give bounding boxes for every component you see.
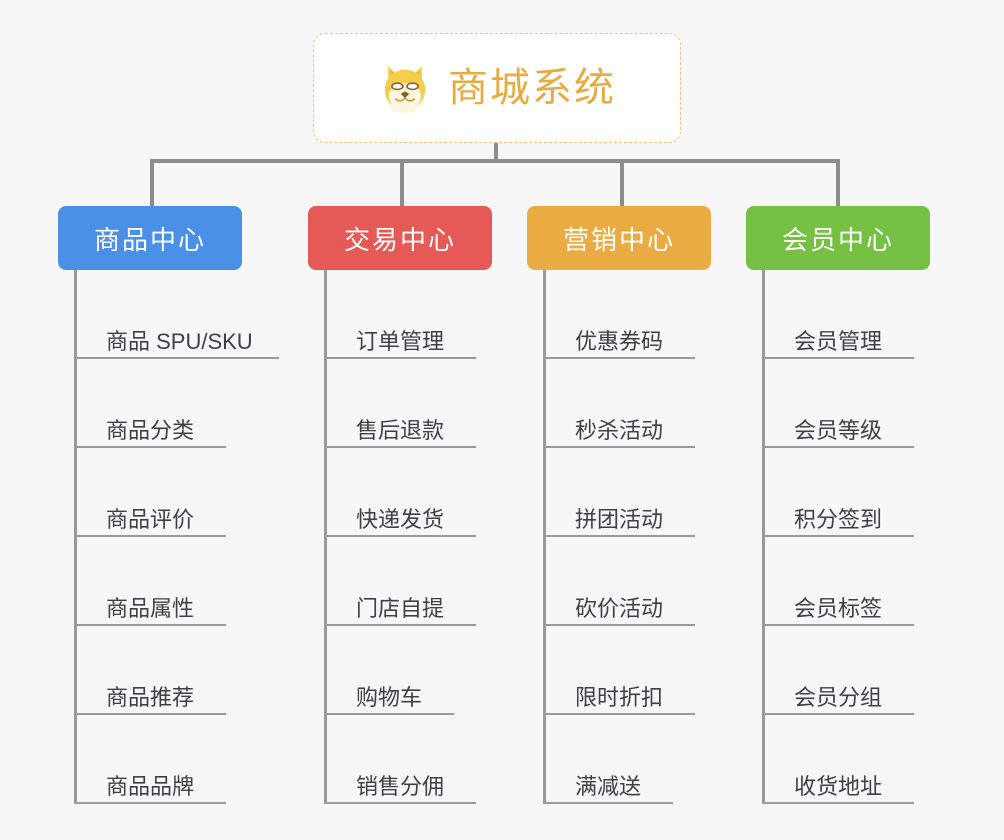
connector-drop-3: [620, 159, 624, 207]
leaf-rule: [74, 624, 226, 626]
leaf-rule: [762, 713, 914, 715]
leaf-rule: [543, 446, 695, 448]
leaf-rule: [543, 357, 695, 359]
leaf-rule: [324, 357, 476, 359]
leaf-item[interactable]: 商品属性: [74, 537, 289, 626]
category-box-1[interactable]: 商品中心: [58, 206, 242, 270]
leaf-rule: [762, 446, 914, 448]
branch-trunk-2: [324, 270, 327, 804]
leaf-label: 门店自提: [356, 595, 445, 621]
leaf-rule: [543, 802, 673, 804]
leaf-item[interactable]: 商品推荐: [74, 626, 289, 715]
leaf-item[interactable]: 门店自提: [324, 537, 539, 626]
leaf-label: 商品品牌: [106, 773, 195, 799]
leaf-label: 销售分佣: [356, 773, 445, 799]
leaf-rule: [74, 535, 226, 537]
leaf-label: 限时折扣: [575, 684, 664, 710]
leaf-label: 订单管理: [356, 328, 445, 354]
leaf-rule: [324, 624, 476, 626]
leaf-rule: [74, 713, 226, 715]
leaf-rule: [543, 713, 695, 715]
category-label-1: 商品中心: [93, 224, 206, 255]
leaf-item[interactable]: 购物车: [324, 626, 539, 715]
leaf-label: 售后退款: [356, 417, 445, 443]
leaf-rule: [762, 802, 914, 804]
leaf-item[interactable]: 会员标签: [762, 537, 977, 626]
leaf-label: 积分签到: [794, 506, 883, 532]
leaf-label: 收货地址: [794, 773, 883, 799]
branch-trunk-4: [762, 270, 765, 804]
leaf-item[interactable]: 优惠券码: [543, 270, 758, 359]
root-node[interactable]: 商城系统: [313, 33, 681, 143]
leaf-rule: [324, 446, 476, 448]
leaf-rule: [74, 446, 226, 448]
leaf-rule: [324, 802, 476, 804]
leaf-item[interactable]: 订单管理: [324, 270, 539, 359]
category-box-4[interactable]: 会员中心: [746, 206, 930, 270]
leaf-item[interactable]: 商品评价: [74, 448, 289, 537]
leaf-label: 会员标签: [794, 595, 883, 621]
leaf-item[interactable]: 快递发货: [324, 448, 539, 537]
leaf-rule: [74, 802, 226, 804]
leaf-rule: [762, 624, 914, 626]
connector-drop-1: [150, 159, 154, 207]
leaf-item[interactable]: 满减送: [543, 715, 758, 804]
connector-drop-2: [400, 159, 404, 207]
connector-horizontal-bus: [150, 159, 840, 163]
category-label-4: 会员中心: [781, 224, 894, 255]
leaf-rule: [74, 357, 279, 359]
leaf-item[interactable]: 会员等级: [762, 359, 977, 448]
leaf-item[interactable]: 拼团活动: [543, 448, 758, 537]
leaf-rule: [324, 535, 476, 537]
leaf-item[interactable]: 限时折扣: [543, 626, 758, 715]
category-label-3: 营销中心: [562, 224, 675, 255]
leaf-label: 购物车: [356, 684, 423, 710]
leaf-label: 会员分组: [794, 684, 883, 710]
leaf-label: 满减送: [575, 773, 642, 799]
leaf-label: 商品分类: [106, 417, 195, 443]
root-title: 商城系统: [448, 66, 616, 110]
branch-trunk-1: [74, 270, 77, 804]
shiba-dog-icon: [384, 66, 426, 114]
branch-trunk-3: [543, 270, 546, 804]
leaf-rule: [543, 535, 695, 537]
leaf-rule: [762, 357, 914, 359]
leaf-item[interactable]: 收货地址: [762, 715, 977, 804]
leaf-label: 拼团活动: [575, 506, 664, 532]
leaf-rule: [324, 713, 454, 715]
leaf-label: 快递发货: [356, 506, 445, 532]
leaf-label: 秒杀活动: [575, 417, 664, 443]
branch-1: 商品 SPU/SKU 商品分类 商品评价 商品属性 商品推荐 商品品牌: [74, 270, 289, 804]
connector-root-stem: [494, 143, 498, 163]
leaf-label: 商品评价: [106, 506, 195, 532]
leaf-rule: [543, 624, 695, 626]
branch-4: 会员管理 会员等级 积分签到 会员标签 会员分组 收货地址: [762, 270, 977, 804]
leaf-label: 会员管理: [794, 328, 883, 354]
leaf-item[interactable]: 会员管理: [762, 270, 977, 359]
category-label-2: 交易中心: [343, 224, 456, 255]
category-box-2[interactable]: 交易中心: [308, 206, 492, 270]
leaf-item[interactable]: 商品 SPU/SKU: [74, 270, 289, 359]
leaf-item[interactable]: 商品品牌: [74, 715, 289, 804]
leaf-label: 砍价活动: [575, 595, 664, 621]
leaf-item[interactable]: 砍价活动: [543, 537, 758, 626]
leaf-label: 优惠券码: [575, 328, 664, 354]
leaf-item[interactable]: 售后退款: [324, 359, 539, 448]
leaf-label: 商品 SPU/SKU: [106, 328, 253, 354]
leaf-rule: [762, 535, 914, 537]
connector-drop-4: [836, 159, 840, 207]
branch-2: 订单管理 售后退款 快递发货 门店自提 购物车 销售分佣: [324, 270, 539, 804]
leaf-item[interactable]: 秒杀活动: [543, 359, 758, 448]
leaf-label: 商品属性: [106, 595, 195, 621]
branch-3: 优惠券码 秒杀活动 拼团活动 砍价活动 限时折扣 满减送: [543, 270, 758, 804]
leaf-item[interactable]: 会员分组: [762, 626, 977, 715]
leaf-item[interactable]: 积分签到: [762, 448, 977, 537]
leaf-item[interactable]: 销售分佣: [324, 715, 539, 804]
leaf-label: 商品推荐: [106, 684, 195, 710]
leaf-item[interactable]: 商品分类: [74, 359, 289, 448]
leaf-label: 会员等级: [794, 417, 883, 443]
category-box-3[interactable]: 营销中心: [527, 206, 711, 270]
